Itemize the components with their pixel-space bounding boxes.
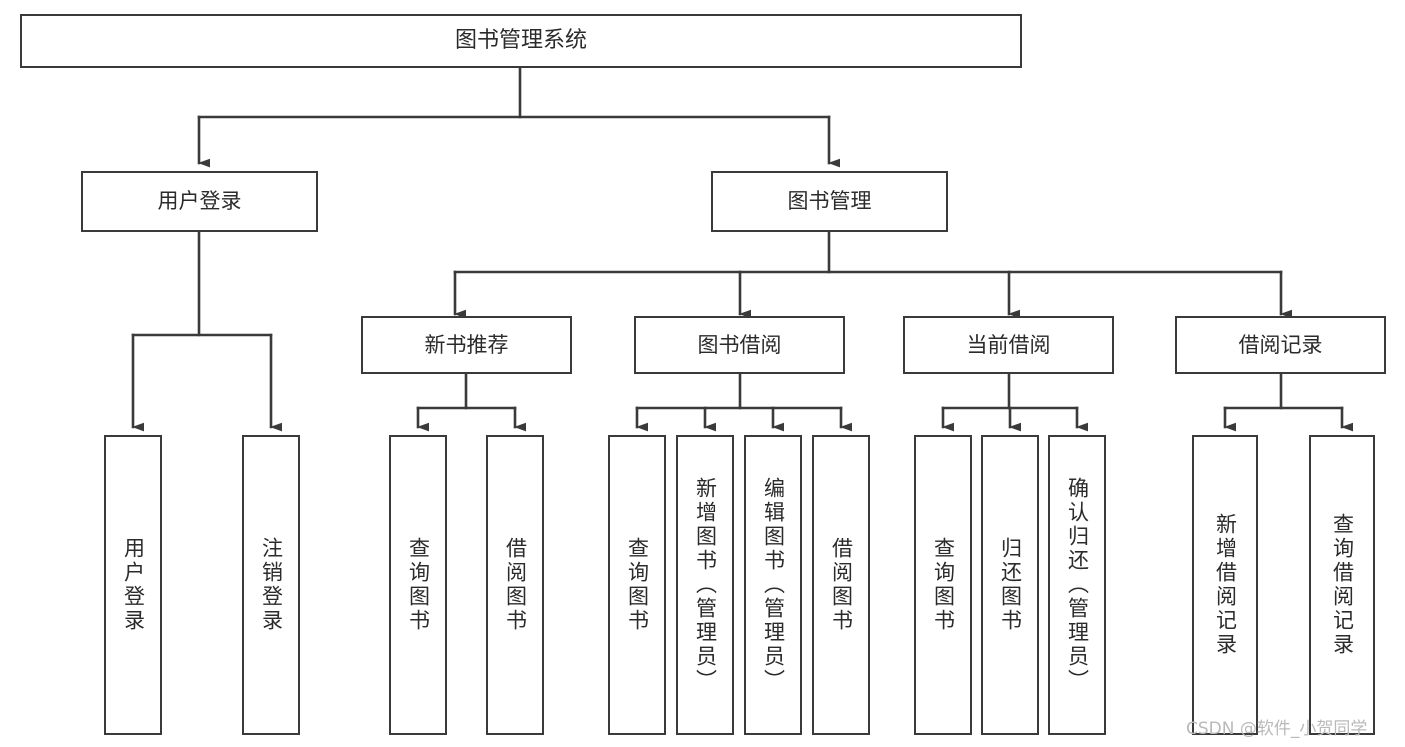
node-user-login[interactable]: 用户登录 [81,171,318,232]
node-borrow-record-label: 借阅记录 [1238,332,1323,357]
node-leaf-edit-book-label: 编辑图书（管理员） [761,477,786,693]
node-leaf-borrow-book-1-label: 借阅图书 [503,537,528,633]
node-book-borrow[interactable]: 图书借阅 [634,316,845,374]
node-root-label: 图书管理系统 [454,28,587,54]
node-current-borrow-label: 当前借阅 [966,332,1051,357]
node-leaf-return-book-label: 归还图书 [998,537,1023,633]
node-leaf-user-login[interactable]: 用户登录 [104,435,162,735]
node-leaf-confirm-return-label: 确认归还（管理员） [1065,477,1090,693]
node-user-login-label: 用户登录 [157,189,242,214]
node-new-book-recommend[interactable]: 新书推荐 [361,316,572,374]
node-leaf-add-record[interactable]: 新增借阅记录 [1192,435,1258,735]
node-new-book-recommend-label: 新书推荐 [424,332,509,357]
node-leaf-borrow-book-2[interactable]: 借阅图书 [812,435,870,735]
node-root[interactable]: 图书管理系统 [20,14,1022,68]
node-leaf-borrow-book-1[interactable]: 借阅图书 [486,435,544,735]
node-leaf-add-book[interactable]: 新增图书（管理员） [676,435,734,735]
node-leaf-return-book[interactable]: 归还图书 [981,435,1039,735]
node-leaf-query-book-2-label: 查询图书 [625,537,650,633]
node-book-borrow-label: 图书借阅 [697,332,782,357]
node-current-borrow[interactable]: 当前借阅 [903,316,1114,374]
node-leaf-add-record-label: 新增借阅记录 [1213,513,1238,657]
node-leaf-query-book-2[interactable]: 查询图书 [608,435,666,735]
node-leaf-query-record[interactable]: 查询借阅记录 [1309,435,1375,735]
node-book-manage-label: 图书管理 [787,189,872,214]
node-leaf-logout-login-label: 注销登录 [259,537,284,633]
node-leaf-borrow-book-2-label: 借阅图书 [829,537,854,633]
csdn-watermark: CSDN @软件_小贺同学 [1186,719,1368,739]
node-leaf-query-book-1-label: 查询图书 [406,537,431,633]
node-book-manage[interactable]: 图书管理 [711,171,948,232]
node-borrow-record[interactable]: 借阅记录 [1175,316,1386,374]
node-leaf-logout-login[interactable]: 注销登录 [242,435,300,735]
node-leaf-confirm-return[interactable]: 确认归还（管理员） [1048,435,1106,735]
node-leaf-query-book-1[interactable]: 查询图书 [389,435,447,735]
node-leaf-add-book-label: 新增图书（管理员） [693,477,718,693]
node-leaf-query-book-3-label: 查询图书 [931,537,956,633]
node-leaf-user-login-label: 用户登录 [121,537,146,633]
node-leaf-edit-book[interactable]: 编辑图书（管理员） [744,435,802,735]
node-leaf-query-book-3[interactable]: 查询图书 [914,435,972,735]
node-leaf-query-record-label: 查询借阅记录 [1330,513,1355,657]
